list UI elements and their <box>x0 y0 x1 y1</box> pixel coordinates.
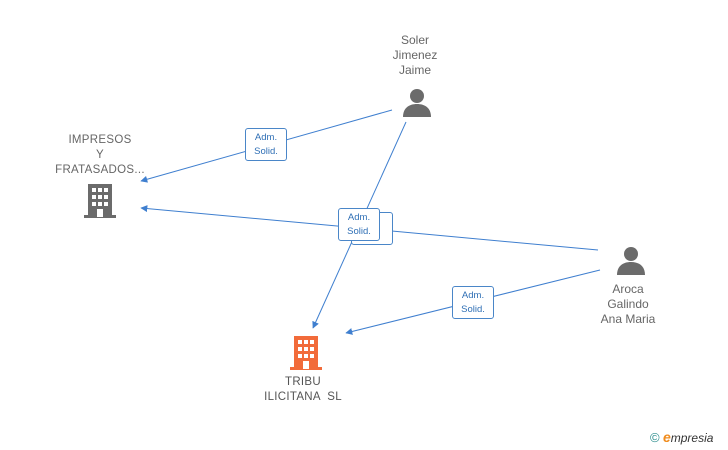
company-label-tribu[interactable]: TRIBU ILICITANA SL <box>243 375 363 405</box>
relation-badge[interactable]: Adm. Solid. <box>452 286 494 319</box>
person-icon[interactable] <box>616 246 646 276</box>
relation-badge-line: Adm. <box>254 132 278 143</box>
person-label-line: Galindo <box>607 297 649 311</box>
company-label-line: ILICITANA SL <box>264 391 342 403</box>
relation-badge-line: Solid. <box>347 226 371 237</box>
company-label-impresos[interactable]: IMPRESOS Y FRATASADOS... <box>40 133 160 178</box>
company-label-line: Y <box>96 149 104 161</box>
person-label-line: Jimenez <box>392 48 438 62</box>
person-label-line: Soler <box>400 33 429 47</box>
company-label-line: IMPRESOS <box>68 134 132 146</box>
empresia-logo: © empresia <box>650 429 713 445</box>
relation-badge-line: Adm. <box>347 212 371 223</box>
person-label-line: Ana Maria <box>600 312 656 326</box>
brand-name: mpresia <box>670 431 714 445</box>
company-label-line: FRATASADOS... <box>55 164 145 176</box>
copyright-symbol: © <box>650 430 660 445</box>
building-icon[interactable] <box>84 183 116 219</box>
building-icon[interactable] <box>290 335 322 371</box>
person-label-line: Aroca <box>612 282 644 296</box>
person-label-soler[interactable]: Soler Jimenez Jaime <box>365 33 465 78</box>
company-label-line: TRIBU <box>285 376 321 388</box>
relation-badge-line: Solid. <box>461 304 485 315</box>
person-label-line: Jaime <box>398 63 431 77</box>
relation-badge[interactable]: Adm. Solid. <box>338 208 380 241</box>
brand-initial: e <box>662 429 671 445</box>
person-label-aroca[interactable]: Aroca Galindo Ana Maria <box>578 282 678 327</box>
person-icon[interactable] <box>402 88 432 118</box>
relation-badge-line: Adm. <box>461 290 485 301</box>
relation-badge[interactable]: Adm. Solid. <box>245 128 287 161</box>
relation-badge-line: Solid. <box>254 146 278 157</box>
